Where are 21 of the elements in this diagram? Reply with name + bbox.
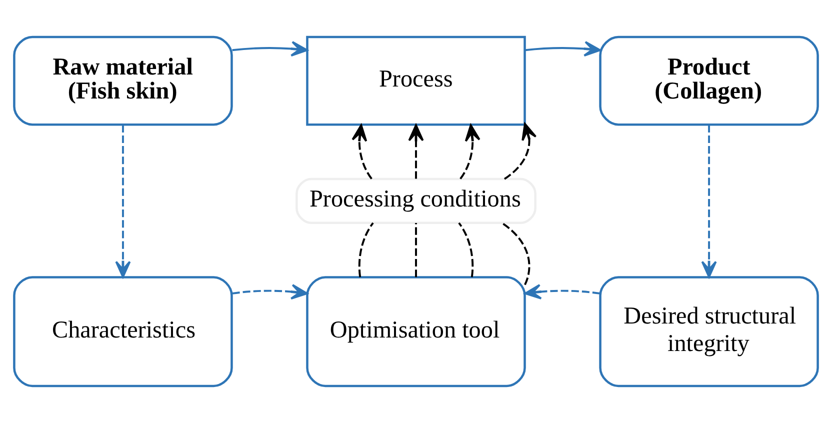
node-box: Desired structural integrity <box>599 276 819 388</box>
connector <box>415 222 417 278</box>
node-box: Characteristics <box>13 276 233 388</box>
node-box: Optimisation tool <box>306 276 526 388</box>
arrow <box>232 41 308 57</box>
node-box: Process <box>306 36 526 126</box>
arrow <box>408 124 424 179</box>
arrow <box>460 124 480 180</box>
node-box: Raw material (Fish skin) <box>13 36 233 126</box>
connector <box>358 222 374 278</box>
arrow <box>115 124 131 278</box>
connector <box>501 222 530 286</box>
node-box: Product (Collagen) <box>599 36 819 126</box>
arrow <box>524 284 600 300</box>
arrow <box>504 122 537 180</box>
node-box: Processing conditions <box>296 178 536 224</box>
arrow <box>701 124 717 278</box>
arrow <box>232 284 308 300</box>
connector <box>458 222 474 278</box>
arrow <box>525 41 601 57</box>
arrow <box>352 124 372 180</box>
